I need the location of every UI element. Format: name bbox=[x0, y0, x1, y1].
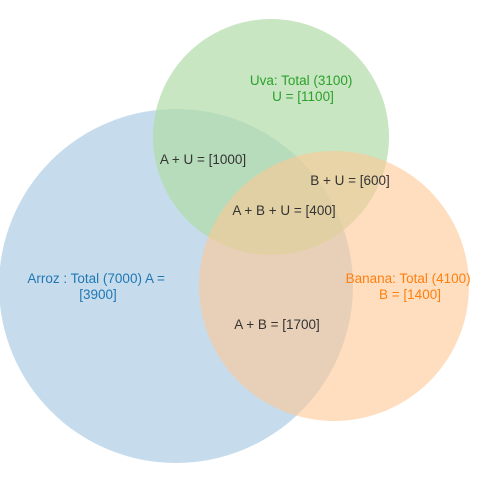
label-a-b: A + B = [1700] bbox=[234, 317, 320, 332]
label-a-b-u: A + B + U = [400] bbox=[232, 203, 335, 218]
label-banana: Banana: Total (4100) B = [1400] bbox=[346, 271, 475, 302]
label-a-u: A + U = [1000] bbox=[160, 152, 246, 167]
label-uva: Uva: Total (3100) U = [1100] bbox=[250, 73, 356, 104]
label-b-u: B + U = [600] bbox=[310, 173, 390, 188]
label-arroz: Arroz : Total (7000) A = [3900] bbox=[27, 271, 168, 302]
circle-banana bbox=[199, 151, 469, 421]
